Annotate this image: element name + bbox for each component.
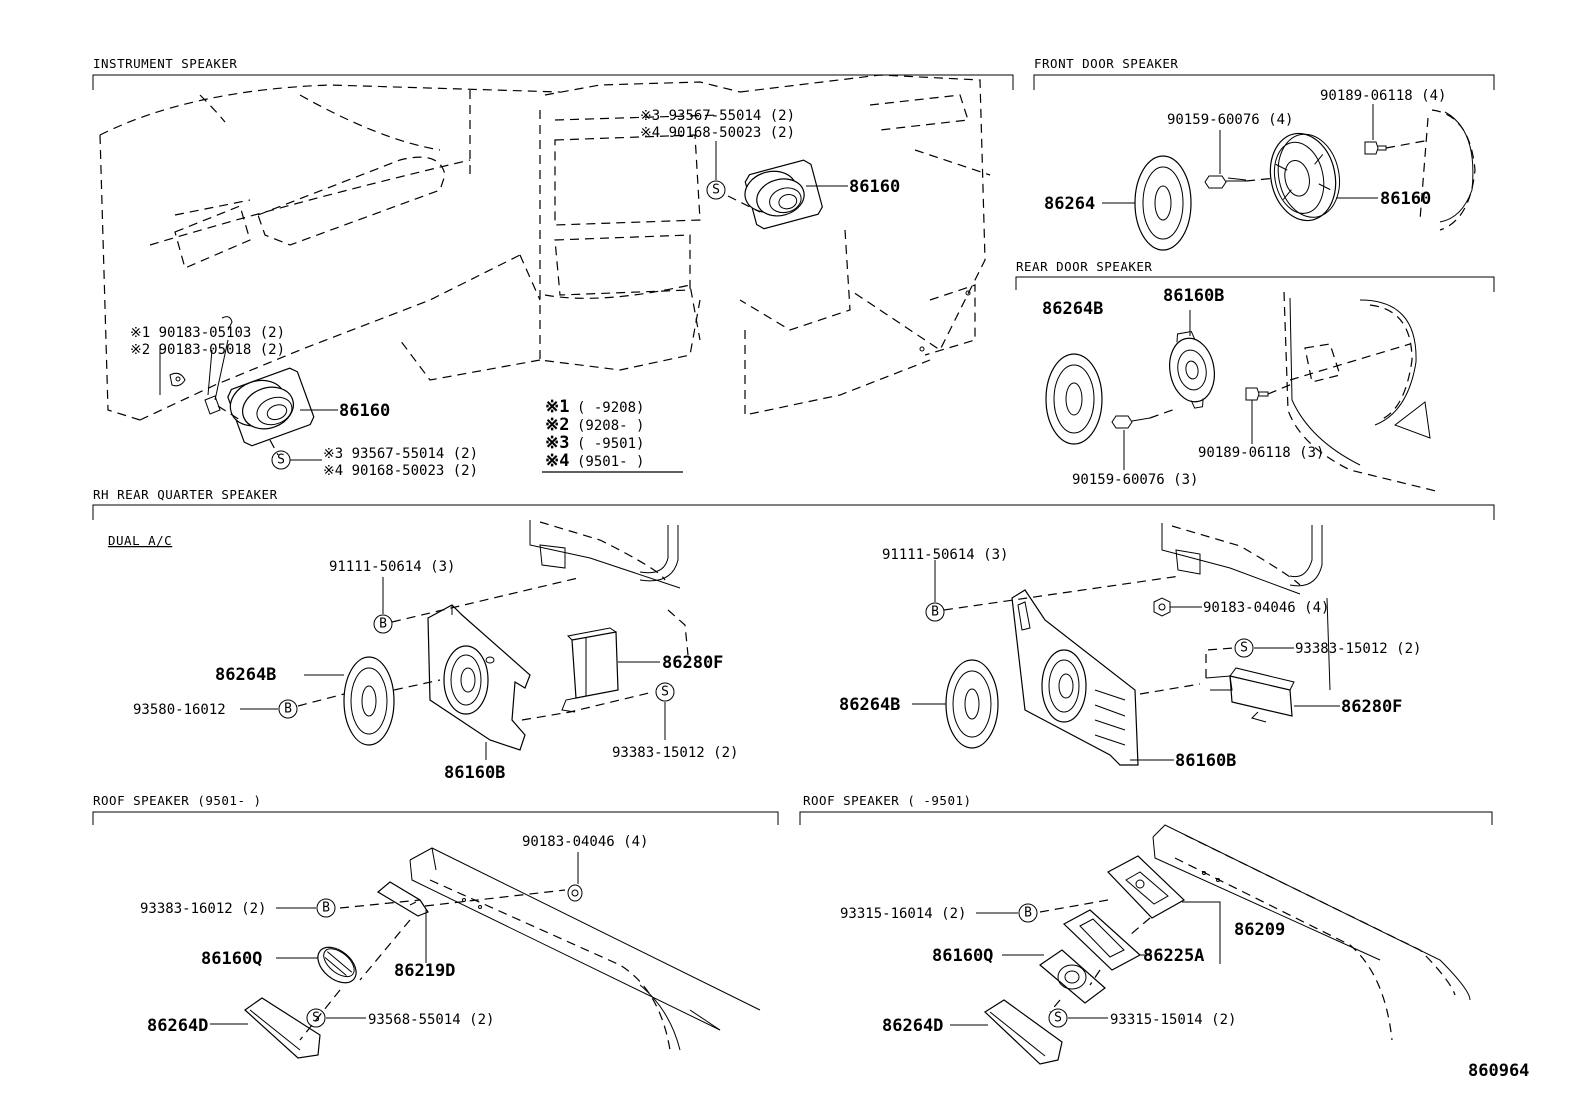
instrument-bottom-callout-1: ※3 93567-55014 (2): [323, 446, 478, 462]
roof-old-bolt-label: 93315-16014 (2): [840, 906, 966, 922]
b-bolt-icon: B: [925, 602, 945, 622]
quarter-left-grille-label: 86264B: [215, 665, 276, 685]
quarter-right-bolt-top-label: 91111-50614 (3): [882, 547, 1008, 563]
quarter-right-drawing: [912, 523, 1340, 766]
screw-icon: [1204, 175, 1247, 189]
svg-text:B: B: [284, 702, 292, 717]
subsection-dual-ac: DUAL A/C: [108, 533, 172, 548]
section-title-roof-old: ROOF SPEAKER ( -9501): [803, 793, 972, 808]
instrument-speaker-left: [227, 367, 315, 447]
roof-old-bracket-label: 86209: [1234, 920, 1285, 940]
rear-door-drawing: [1045, 291, 1441, 493]
quarter-right-screw-label: 93383-15012 (2): [1295, 641, 1421, 657]
rear-door-screw-label: 90159-60076 (3): [1072, 472, 1198, 488]
legend-mark-3: ※3: [545, 433, 569, 453]
legend-range-4: (9501- ): [577, 454, 644, 470]
nut-icon: [1153, 597, 1171, 617]
rear-door-bolt-label: 90189-06118 (3): [1198, 445, 1324, 461]
section-title-roof-new: ROOF SPEAKER (9501- ): [93, 793, 262, 808]
roof-old-gasket-label: 86225A: [1143, 946, 1204, 966]
front-door-drawing: [1102, 104, 1476, 251]
front-door-bolt-label: 90189-06118 (4): [1320, 88, 1446, 104]
svg-text:B: B: [1024, 906, 1032, 921]
roof-old-grille-label: 86264D: [882, 1016, 943, 1036]
front-door-grille-label: 86264: [1044, 194, 1095, 214]
roof-new-screw-label: 93568-55014 (2): [368, 1012, 494, 1028]
s-clip-icon: S: [1048, 1008, 1068, 1028]
quarter-right-amp-label: 86280F: [1341, 697, 1402, 717]
section-title-instrument: INSTRUMENT SPEAKER: [93, 56, 237, 71]
instrument-callout-top-2: ※4 90168-50023 (2): [640, 125, 795, 141]
quarter-right-grille-label: 86264B: [839, 695, 900, 715]
roof-new-grille-label: 86264D: [147, 1016, 208, 1036]
quarter-left-speaker-label: 86160B: [444, 763, 505, 783]
roof-new-drawing: [210, 847, 761, 1059]
roof-old-drawing: [950, 824, 1471, 1065]
svg-text:S: S: [1054, 1011, 1062, 1026]
instrument-speaker-top: [744, 159, 823, 230]
rear-door-grille-label: 86264B: [1042, 299, 1103, 319]
b-bolt-icon: B: [373, 614, 393, 634]
roof-old-screw-label: 93315-15014 (2): [1110, 1012, 1236, 1028]
instrument-bottom-callout-2: ※4 90168-50023 (2): [323, 463, 478, 479]
svg-text:B: B: [931, 605, 939, 620]
s-clip-icon: S: [655, 682, 675, 702]
front-door-screw-label: 90159-60076 (4): [1167, 112, 1293, 128]
svg-text:B: B: [322, 901, 330, 916]
instrument-top-speaker-label: 86160: [849, 177, 900, 197]
bolt-icon: [1364, 141, 1387, 155]
quarter-right-speaker-label: 86160B: [1175, 751, 1236, 771]
bolt-icon: [1245, 387, 1269, 401]
model-range-legend: ※1 ( -9208) ※2 (9208- ) ※3 ( -9501) ※4 (…: [542, 397, 683, 473]
svg-text:B: B: [379, 617, 387, 632]
instrument-left-callout-2: ※2 90183-05018 (2): [130, 342, 285, 358]
quarter-right-nut-label: 90183-04046 (4): [1203, 600, 1329, 616]
svg-text:S: S: [712, 183, 720, 198]
section-title-rh-rear-quarter: RH REAR QUARTER SPEAKER: [93, 487, 278, 502]
quarter-left-bolt-top-label: 91111-50614 (3): [329, 559, 455, 575]
b-bolt-icon: B: [316, 898, 336, 918]
s-clip-icon: S: [271, 450, 291, 470]
svg-text:S: S: [1240, 641, 1248, 656]
roof-new-nut-label: 90183-04046 (4): [522, 834, 648, 850]
instrument-left-callout-1: ※1 90183-05103 (2): [130, 325, 285, 341]
legend-range-1: ( -9208): [577, 400, 644, 416]
front-door-speaker-label: 86160: [1380, 189, 1431, 209]
screw-icon: [1111, 415, 1151, 429]
section-frames: [92, 74, 1495, 825]
roof-new-bracket-label: 86219D: [394, 961, 455, 981]
roof-new-speaker-label: 86160Q: [201, 949, 262, 969]
b-bolt-icon: B: [1018, 903, 1038, 923]
legend-mark-1: ※1: [545, 397, 569, 417]
quarter-left-amp-label: 86280F: [662, 653, 723, 673]
svg-text:S: S: [277, 453, 285, 468]
s-clip-icon: S: [706, 180, 726, 200]
legend-mark-4: ※4: [545, 451, 569, 471]
instrument-left-speaker-label: 86160: [339, 401, 390, 421]
s-clip-icon: S: [306, 1008, 326, 1028]
legend-mark-2: ※2: [545, 415, 569, 435]
diagram-id: 860964: [1468, 1061, 1529, 1081]
nut-icon: [567, 884, 583, 902]
legend-range-3: ( -9501): [577, 436, 644, 452]
section-title-front-door: FRONT DOOR SPEAKER: [1034, 56, 1178, 71]
svg-text:S: S: [312, 1011, 320, 1026]
roof-old-speaker-label: 86160Q: [932, 946, 993, 966]
b-bolt-icon: B: [278, 699, 298, 719]
roof-new-bolt-label: 93383-16012 (2): [140, 901, 266, 917]
section-title-rear-door: REAR DOOR SPEAKER: [1016, 259, 1152, 274]
rear-door-speaker-label: 86160B: [1163, 286, 1224, 306]
quarter-left-bolt-bottom-label: 93580-16012: [133, 702, 226, 718]
quarter-left-screw-label: 93383-15012 (2): [612, 745, 738, 761]
legend-range-2: (9208- ): [577, 418, 644, 434]
quarter-left-drawing: [240, 520, 689, 760]
instrument-panel-drawing: [99, 74, 991, 421]
s-clip-icon: S: [1234, 638, 1254, 658]
svg-text:S: S: [661, 685, 669, 700]
instrument-callout-top-1: ※3 93567-55014 (2): [640, 108, 795, 124]
